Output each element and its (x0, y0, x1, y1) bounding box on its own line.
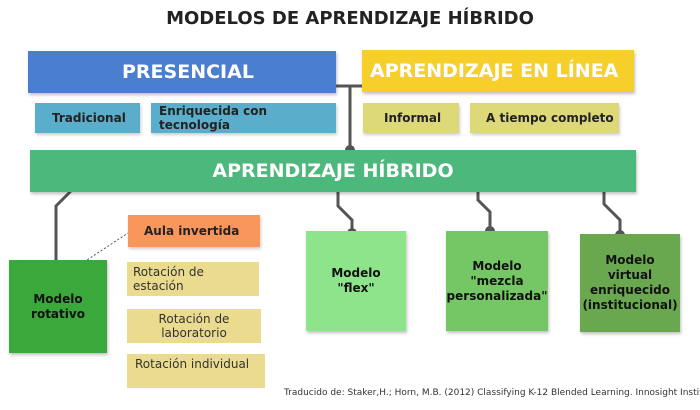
modelo-mezcla-box: Modelo "mezcla personalizada" (446, 231, 548, 331)
modelo-flex-box: Modelo "flex" (306, 231, 406, 331)
rotacion-estacion-box: Rotación de estación (127, 262, 259, 296)
modelo-rotativo-box: Modelo rotativo (9, 260, 107, 353)
subtype-informal: Informal (363, 103, 459, 133)
hibrido-label: APRENDIZAJE HÍBRIDO (212, 160, 454, 182)
modelo-virtual-box: Modelo virtual enriquecido (instituciona… (580, 234, 680, 332)
subtype-enriquecida: Enriquecida con tecnología (151, 103, 336, 133)
subtype-tiempo-completo: A tiempo completo (470, 103, 619, 133)
presencial-label: PRESENCIAL (122, 61, 254, 83)
hibrido-band: APRENDIZAJE HÍBRIDO (30, 150, 636, 192)
aula-invertida-box: Aula invertida (128, 215, 260, 247)
rotacion-laboratorio-box: Rotación de laboratorio (127, 309, 261, 343)
source-credit: Traducido de: Staker,H.; Horn, M.B. (201… (284, 388, 700, 398)
rotacion-individual-box: Rotación individual (127, 354, 265, 388)
en-linea-band: APRENDIZAJE EN LÍNEA (362, 50, 634, 92)
presencial-band: PRESENCIAL (28, 51, 336, 93)
subtype-tradicional: Tradicional (35, 103, 140, 133)
en-linea-label: APRENDIZAJE EN LÍNEA (370, 60, 619, 82)
diagram-title: MODELOS DE APRENDIZAJE HÍBRIDO (166, 8, 534, 29)
